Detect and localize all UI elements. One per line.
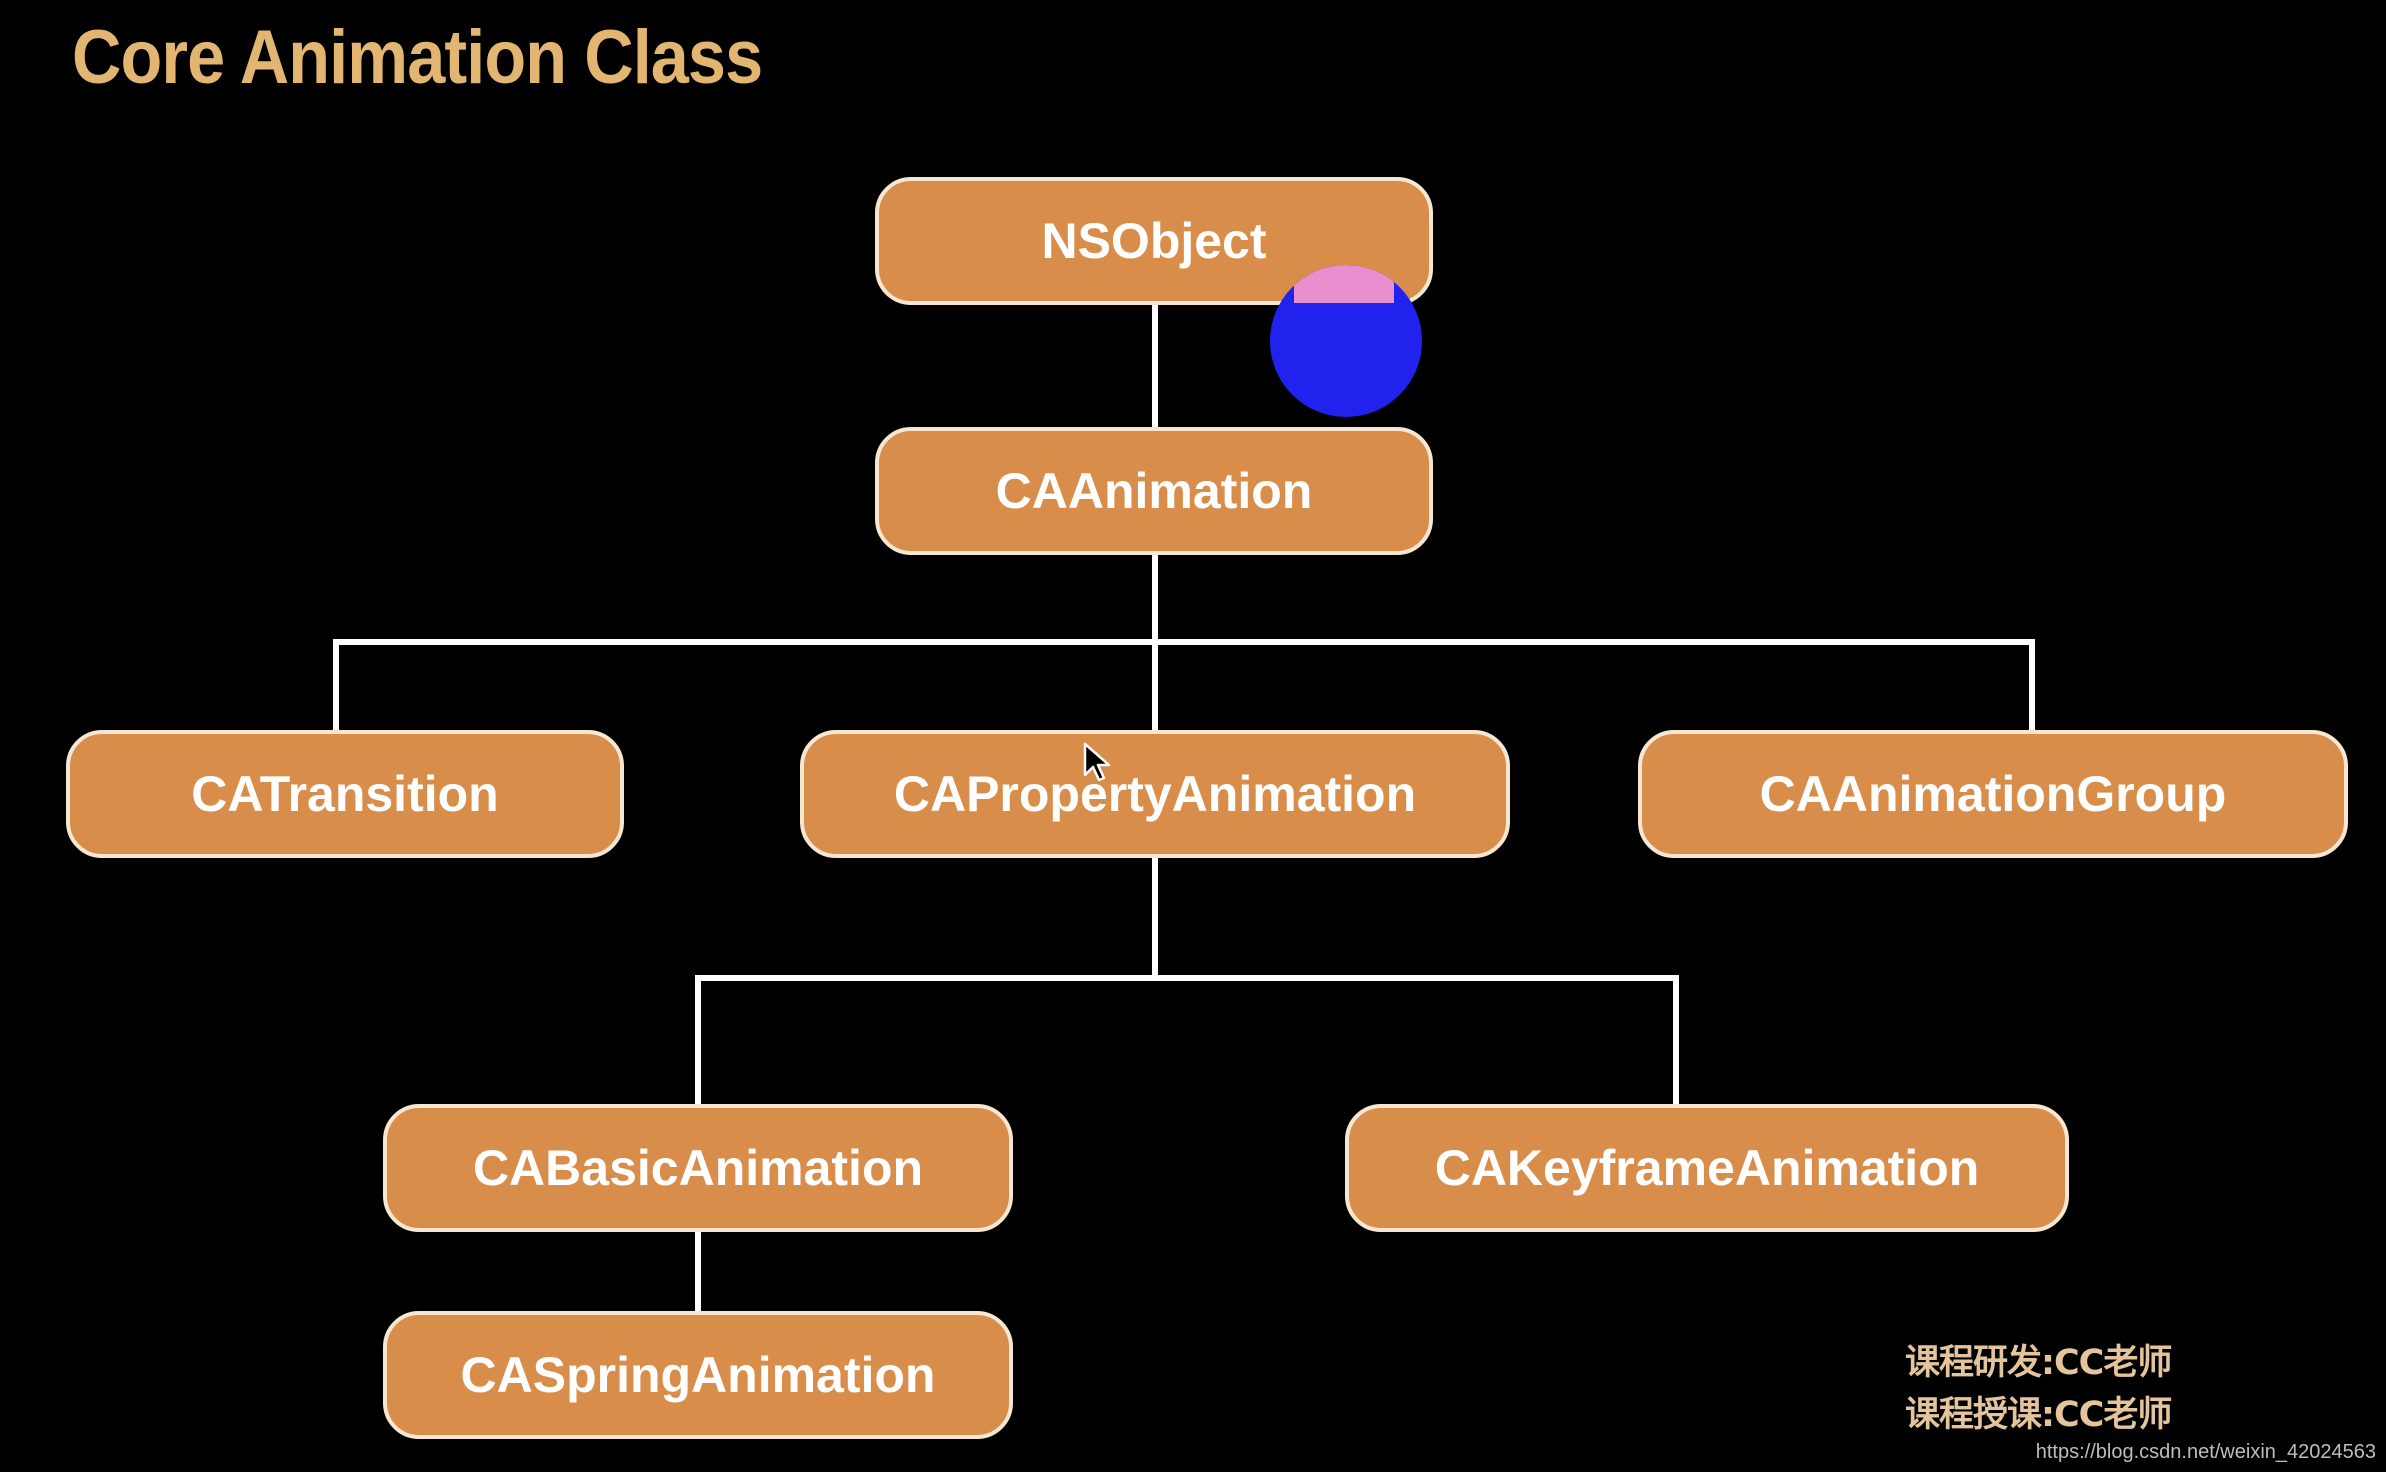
source-watermark: https://blog.csdn.net/weixin_42024563 xyxy=(2035,1441,2376,1463)
course-instructor-credit: 课程授课:CC老师 xyxy=(1905,1395,2172,1435)
connector-caanimation-children xyxy=(333,549,2035,735)
node-cakeyframeanimation: CAKeyframeAnimation xyxy=(1345,1104,2069,1232)
connector-capropertyanimation-children xyxy=(695,853,1679,1110)
node-nsobject: NSObject xyxy=(875,177,1433,305)
node-cabasicanimation: CABasicAnimation xyxy=(383,1104,1013,1232)
node-catransition: CATransition xyxy=(66,730,624,858)
node-capropertyanimation: CAPropertyAnimation xyxy=(800,730,1510,858)
cursor-arrow-icon xyxy=(1083,742,1111,782)
touch-indicator-icon xyxy=(1270,265,1422,417)
node-caanimationgroup: CAAnimationGroup xyxy=(1638,730,2348,858)
node-caspringanimation: CASpringAnimation xyxy=(383,1311,1013,1439)
touch-indicator-highlight xyxy=(1294,265,1394,303)
diagram-title: Core Animation Class xyxy=(72,15,763,100)
course-developer-credit: 课程研发:CC老师 xyxy=(1905,1343,2172,1383)
node-caanimation: CAAnimation xyxy=(875,427,1433,555)
